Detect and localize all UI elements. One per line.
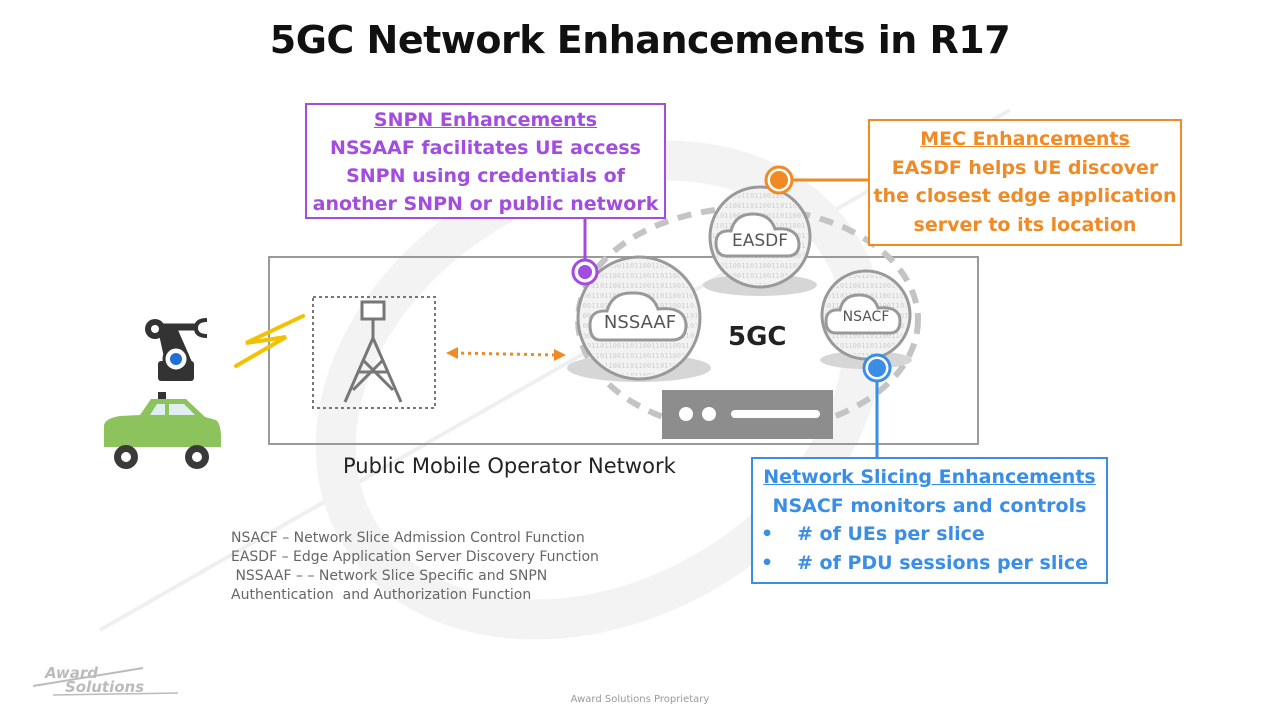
operator-network-box	[268, 256, 979, 445]
abbreviation-item: NSSAAF – – Network Slice Specific and SN…	[231, 568, 548, 584]
bullet-text: # of PDU sessions per slice	[797, 551, 1088, 574]
car-icon	[104, 392, 222, 469]
ran-core-link	[446, 347, 566, 361]
snpn-line: another SNPN or public network	[312, 193, 659, 215]
mec-heading: MEC Enhancements	[920, 128, 1130, 150]
slicing-heading: Network Slicing Enhancements	[763, 466, 1096, 488]
nssaaf-node	[567, 255, 711, 382]
slicing-line: NSACF monitors and controls	[772, 494, 1087, 517]
bullet-text: # of UEs per slice	[797, 523, 985, 545]
slicing-callout: Network Slicing Enhancements NSACF monit…	[751, 457, 1108, 584]
core-label: 5GC	[728, 322, 787, 352]
footer-proprietary: Award Solutions Proprietary	[570, 694, 710, 705]
abbreviation-item: EASDF – Edge Application Server Discover…	[231, 549, 599, 565]
cloud-icon	[714, 212, 801, 258]
easdf-node	[703, 185, 817, 296]
robot-arm-icon	[145, 318, 208, 381]
svg-text:Award: Award	[44, 664, 98, 682]
snpn-line: NSSAAF facilitates UE access	[330, 137, 641, 159]
award-solutions-logo: Award Solutions	[33, 664, 179, 696]
mec-line: EASDF helps UE discover	[891, 156, 1159, 179]
svg-text:Solutions: Solutions	[65, 678, 144, 696]
slicing-bullet: • # of UEs per slice	[753, 520, 1106, 549]
page-title: 5GC Network Enhancements in R17	[269, 18, 1011, 62]
cloud-icon	[824, 293, 902, 335]
lightning-icon	[234, 314, 305, 368]
abbreviation-item: Authentication and Authorization Functio…	[231, 587, 532, 603]
snpn-line: SNPN using credentials of	[346, 165, 625, 187]
nsacf-node	[820, 269, 912, 369]
server-icon	[662, 390, 833, 439]
cell-tower-icon	[343, 300, 403, 403]
snpn-heading: SNPN Enhancements	[373, 109, 598, 131]
mec-line: server to its location	[913, 213, 1137, 236]
easdf-label: EASDF	[731, 231, 789, 251]
nsacf-label: NSACF	[842, 309, 890, 325]
snpn-callout: SNPN Enhancements NSSAAF facilitates UE …	[305, 103, 666, 219]
abbreviation-list: NSACF – Network Slice Admission Control …	[231, 529, 599, 605]
mec-callout: MEC Enhancements EASDF helps UE discover…	[868, 119, 1182, 246]
ran-box	[312, 296, 436, 409]
nssaaf-label: NSSAAF	[603, 312, 677, 333]
mec-line: the closest edge application	[873, 185, 1177, 207]
bullet-dot: •	[761, 551, 774, 574]
network-label: Public Mobile Operator Network	[343, 454, 676, 478]
abbreviation-item: NSACF – Network Slice Admission Control …	[231, 530, 585, 546]
bullet-dot: •	[761, 523, 774, 545]
slicing-bullet: • # of PDU sessions per slice	[753, 549, 1106, 578]
cloud-icon	[588, 291, 688, 342]
